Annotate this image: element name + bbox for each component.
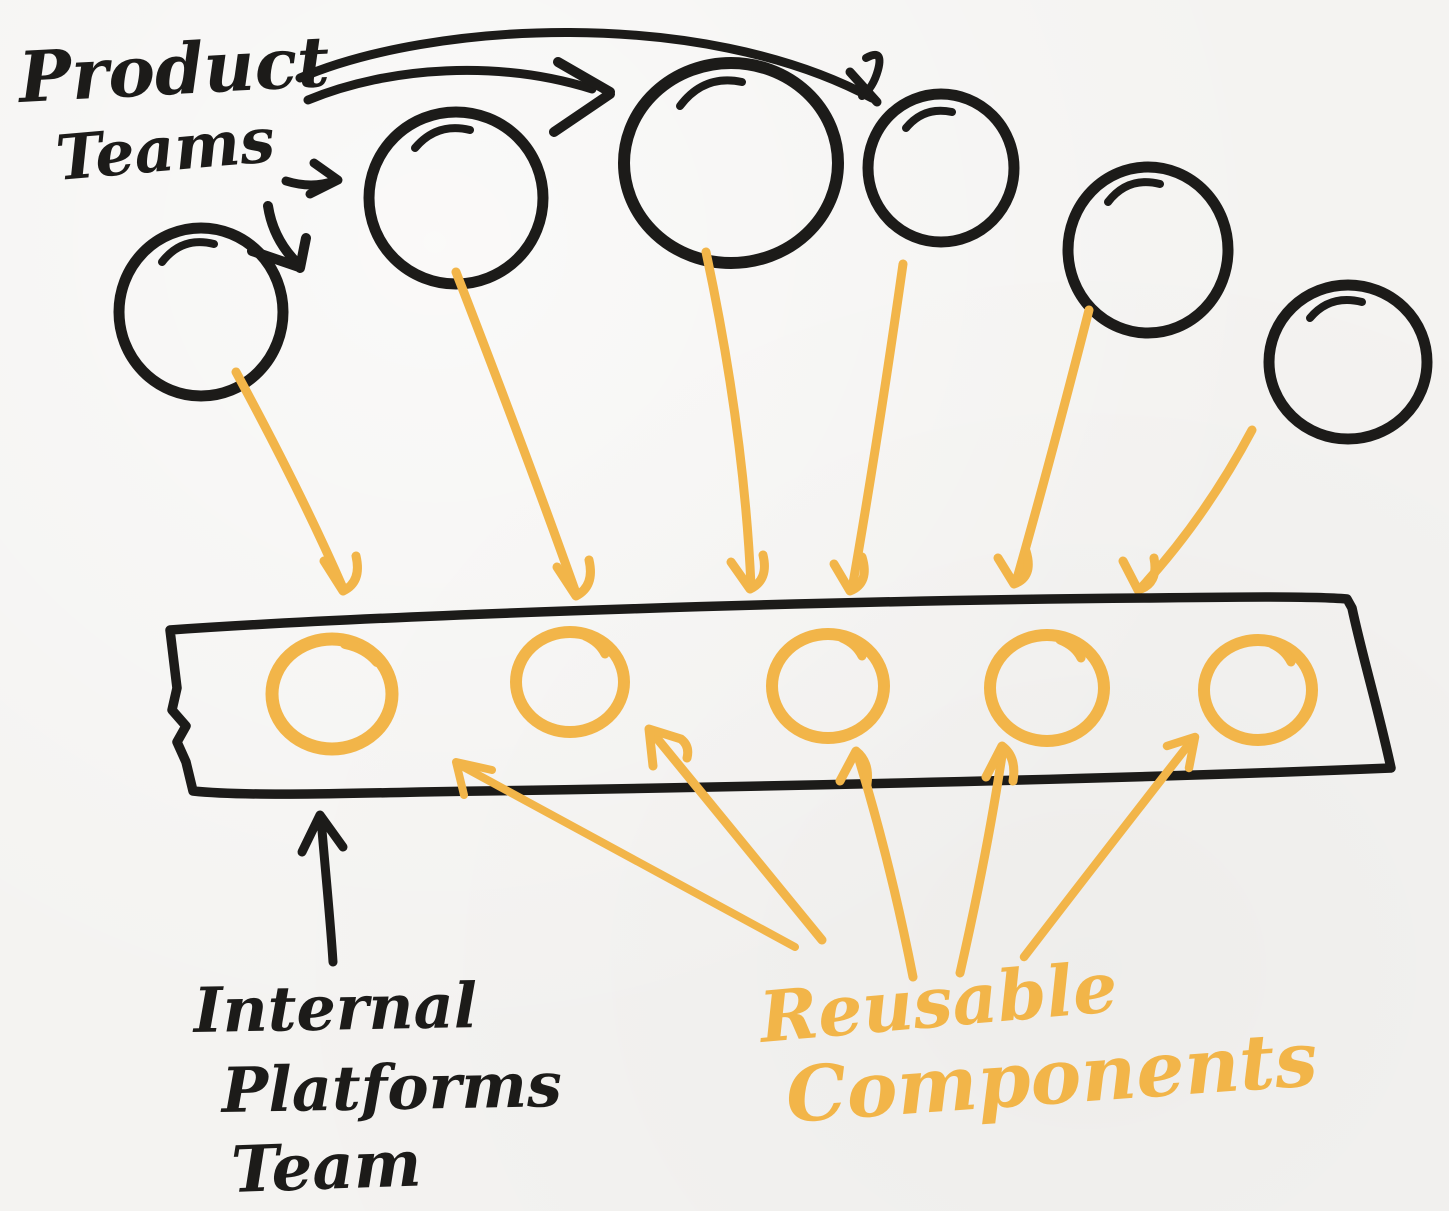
platform-band [165,592,1396,799]
label-to-component5-arrow [1019,732,1200,962]
team-circle-shape [363,106,549,290]
arrow-shaft [454,760,799,951]
arrow-shaft [231,367,348,593]
label-to-component4-arrow [955,741,1019,978]
internal-platforms-label-line1: Internal [191,969,478,1047]
arrow-head-icon [549,57,615,137]
arrow-head-icon [981,741,1019,786]
product-team-circle-3 [618,57,844,269]
platform-band-outline [165,592,1396,799]
team-circle-shape [1062,161,1234,339]
arrow-head-icon [726,550,769,594]
arrow-shaft [303,65,597,105]
component-circle-shape [984,629,1110,747]
team3-to-platform-arrow [701,247,769,594]
label-to-component2-arrow [644,724,827,945]
arrow-head-icon [319,551,362,596]
arrow-head-icon [835,746,872,789]
arrow-head-barb [845,67,882,107]
component-circle-1 [265,632,399,756]
arrow-shaft [701,247,756,591]
product-teams-label-line2: Teams [53,103,278,195]
team-to-platform-arrows [231,247,1257,601]
pen-hook [837,633,867,661]
component-circle-shape [766,628,890,744]
product-teams-label: Product Teams [15,20,332,195]
team-circle-shape [862,88,1020,248]
product-team-circle-2 [363,106,549,290]
arrow-head-icon [644,724,693,771]
arrow-head-icon [1118,553,1160,595]
component-circle-3 [766,628,890,744]
arrow-head-icon [452,758,496,799]
pen-hook [676,76,746,110]
arrow-head-icon [297,810,348,857]
arrow-shaft [955,744,1008,978]
label-to-team4-arrow [295,28,884,107]
arrow-shaft [295,28,877,103]
component-label-arrows [452,724,1200,982]
arrow-shaft [316,813,338,967]
arrow-shaft [263,201,302,268]
arrow-head-icon [1162,732,1200,773]
pen-hook [340,639,382,667]
label-to-component1-arrow [452,758,799,951]
platform-team-arrow [297,810,348,967]
pen-hook [1306,296,1366,322]
product-team-circle-5 [1062,161,1234,339]
arrow-shaft [847,259,908,594]
product-team-circle-4 [862,88,1020,248]
team-circle-shape [113,222,289,402]
internal-platforms-label-line3: Team [230,1126,423,1208]
team6-to-platform-arrow [1118,425,1257,595]
label-to-team3-arrow [303,57,615,137]
label-to-team2-arrow [281,158,343,199]
team4-to-platform-arrow [829,259,908,596]
pen-hook [1267,639,1296,667]
component-circle-shape [1198,634,1318,746]
internal-platforms-team-label: Internal Platforms Team [191,969,562,1208]
pen-hook [1104,178,1164,206]
component-circle-2 [510,626,630,738]
component-circle-shape [265,632,399,756]
component-circle-5 [1198,634,1318,746]
arrow-shaft [1011,305,1094,587]
reusable-components-label: Reusable Components [754,945,1320,1140]
component-circle-shape [510,626,630,738]
product-team-circle-6 [1263,279,1433,445]
pen-hook [902,106,956,132]
pen-hook [411,124,474,152]
arrow-head-icon [829,552,869,596]
pen-hook [1055,635,1086,663]
team1-to-platform-arrow [231,367,362,596]
arrow-head-icon [305,158,343,199]
arrow-shaft [1019,734,1198,962]
label-to-component3-arrow [835,746,918,982]
team-circle-shape [618,57,844,269]
internal-platforms-label-line2: Platforms [219,1048,562,1127]
component-circle-4 [984,629,1110,747]
team5-to-platform-arrow [993,305,1094,589]
product-team-circle-1 [113,222,289,402]
product-teams-label-line1: Product [15,20,332,119]
pen-hook [580,631,610,659]
arrow-head-icon [993,546,1033,589]
product-team-circles [113,57,1433,445]
arrow-shaft [646,726,827,945]
pen-hook [158,238,218,266]
arrow-head-icon [552,555,595,601]
team-circle-shape [1263,279,1433,445]
reusable-component-circles [265,626,1318,756]
arrow-shaft [451,267,581,598]
team2-to-platform-arrow [451,267,595,601]
